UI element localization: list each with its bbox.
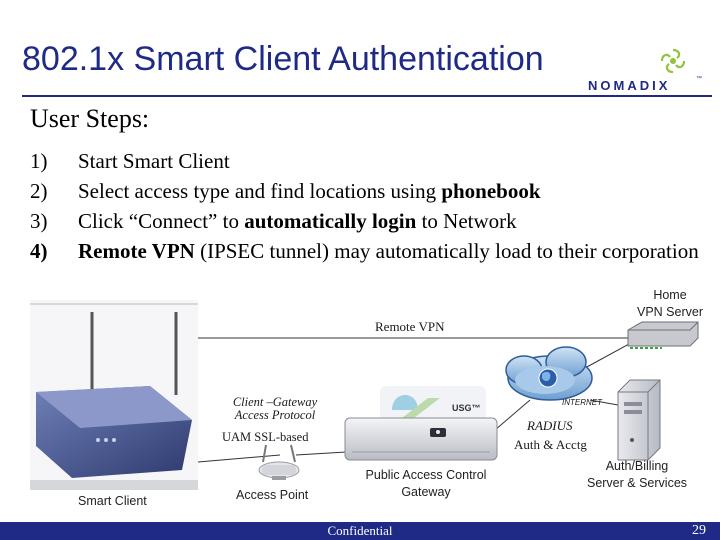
step-text: automatically login bbox=[244, 209, 417, 233]
footer-bar: Confidential 29 bbox=[0, 522, 720, 540]
gateway-device bbox=[344, 386, 498, 461]
title-divider bbox=[22, 95, 712, 97]
step-item: 1) Start Smart Client bbox=[30, 146, 710, 176]
billing-server bbox=[617, 379, 661, 461]
step-text: phonebook bbox=[441, 179, 541, 203]
step-text: Remote VPN bbox=[78, 239, 195, 263]
home-vpn-label: Home VPN Server bbox=[637, 288, 703, 319]
vpn-server bbox=[627, 321, 699, 349]
step-item: 3) Click “Connect” to automatically login… bbox=[30, 206, 710, 236]
step-item: 2) Select access type and find locations … bbox=[30, 176, 710, 206]
radius-label: RADIUS bbox=[527, 418, 573, 433]
usg-badge: USG™ bbox=[452, 403, 481, 413]
uam-label: UAM SSL-based bbox=[222, 430, 309, 444]
auth-acctg-label: Auth & Acctg bbox=[514, 437, 587, 452]
internet-cloud bbox=[505, 346, 593, 401]
smart-client-label: Smart Client bbox=[78, 494, 147, 508]
logo-wordmark: NOMADIX bbox=[588, 78, 671, 93]
access-point bbox=[258, 444, 300, 480]
nomadix-logo: NOMADIX ™ bbox=[582, 48, 707, 94]
line-gateway-to-cloud bbox=[494, 399, 531, 431]
step-number: 3) bbox=[30, 209, 48, 233]
step-number: 1) bbox=[30, 149, 48, 173]
step-text: Select access type and find locations us… bbox=[78, 179, 442, 203]
step-number: 2) bbox=[30, 179, 48, 203]
nomadix-swirl-icon bbox=[660, 48, 686, 74]
slide-title: 802.1x Smart Client Authentication bbox=[22, 40, 544, 78]
step-text: (IPSEC tunnel) may automatically load to… bbox=[194, 239, 699, 263]
step-text: Click “Connect” to bbox=[78, 209, 245, 233]
step-text: to Network bbox=[416, 209, 517, 233]
steps-list: 1) Start Smart Client 2) Select access type… bbox=[30, 146, 710, 266]
page-number: 29 bbox=[692, 523, 706, 538]
internet-label: INTERNET bbox=[562, 398, 602, 407]
line-cloud-to-billing bbox=[589, 399, 619, 406]
smart-client-device bbox=[30, 300, 198, 490]
step-item: 4) Remote VPN (IPSEC tunnel) may automati… bbox=[30, 236, 710, 266]
auth-billing-label: Auth/Billing Server & Services bbox=[586, 459, 688, 490]
gateway-label: Public Access Control Gateway bbox=[365, 468, 487, 499]
step-text: Start Smart Client bbox=[78, 149, 230, 173]
client-gateway-protocol-label: Client –Gateway Access Protocol bbox=[232, 395, 318, 422]
step-number: 4) bbox=[30, 239, 48, 263]
line-client-to-ap bbox=[197, 454, 281, 463]
access-point-label: Access Point bbox=[236, 488, 309, 502]
confidential-label: Confidential bbox=[327, 523, 393, 538]
logo-trademark: ™ bbox=[696, 76, 702, 82]
slide-subtitle: User Steps: bbox=[30, 104, 150, 133]
remote-vpn-label: Remote VPN bbox=[375, 319, 445, 334]
